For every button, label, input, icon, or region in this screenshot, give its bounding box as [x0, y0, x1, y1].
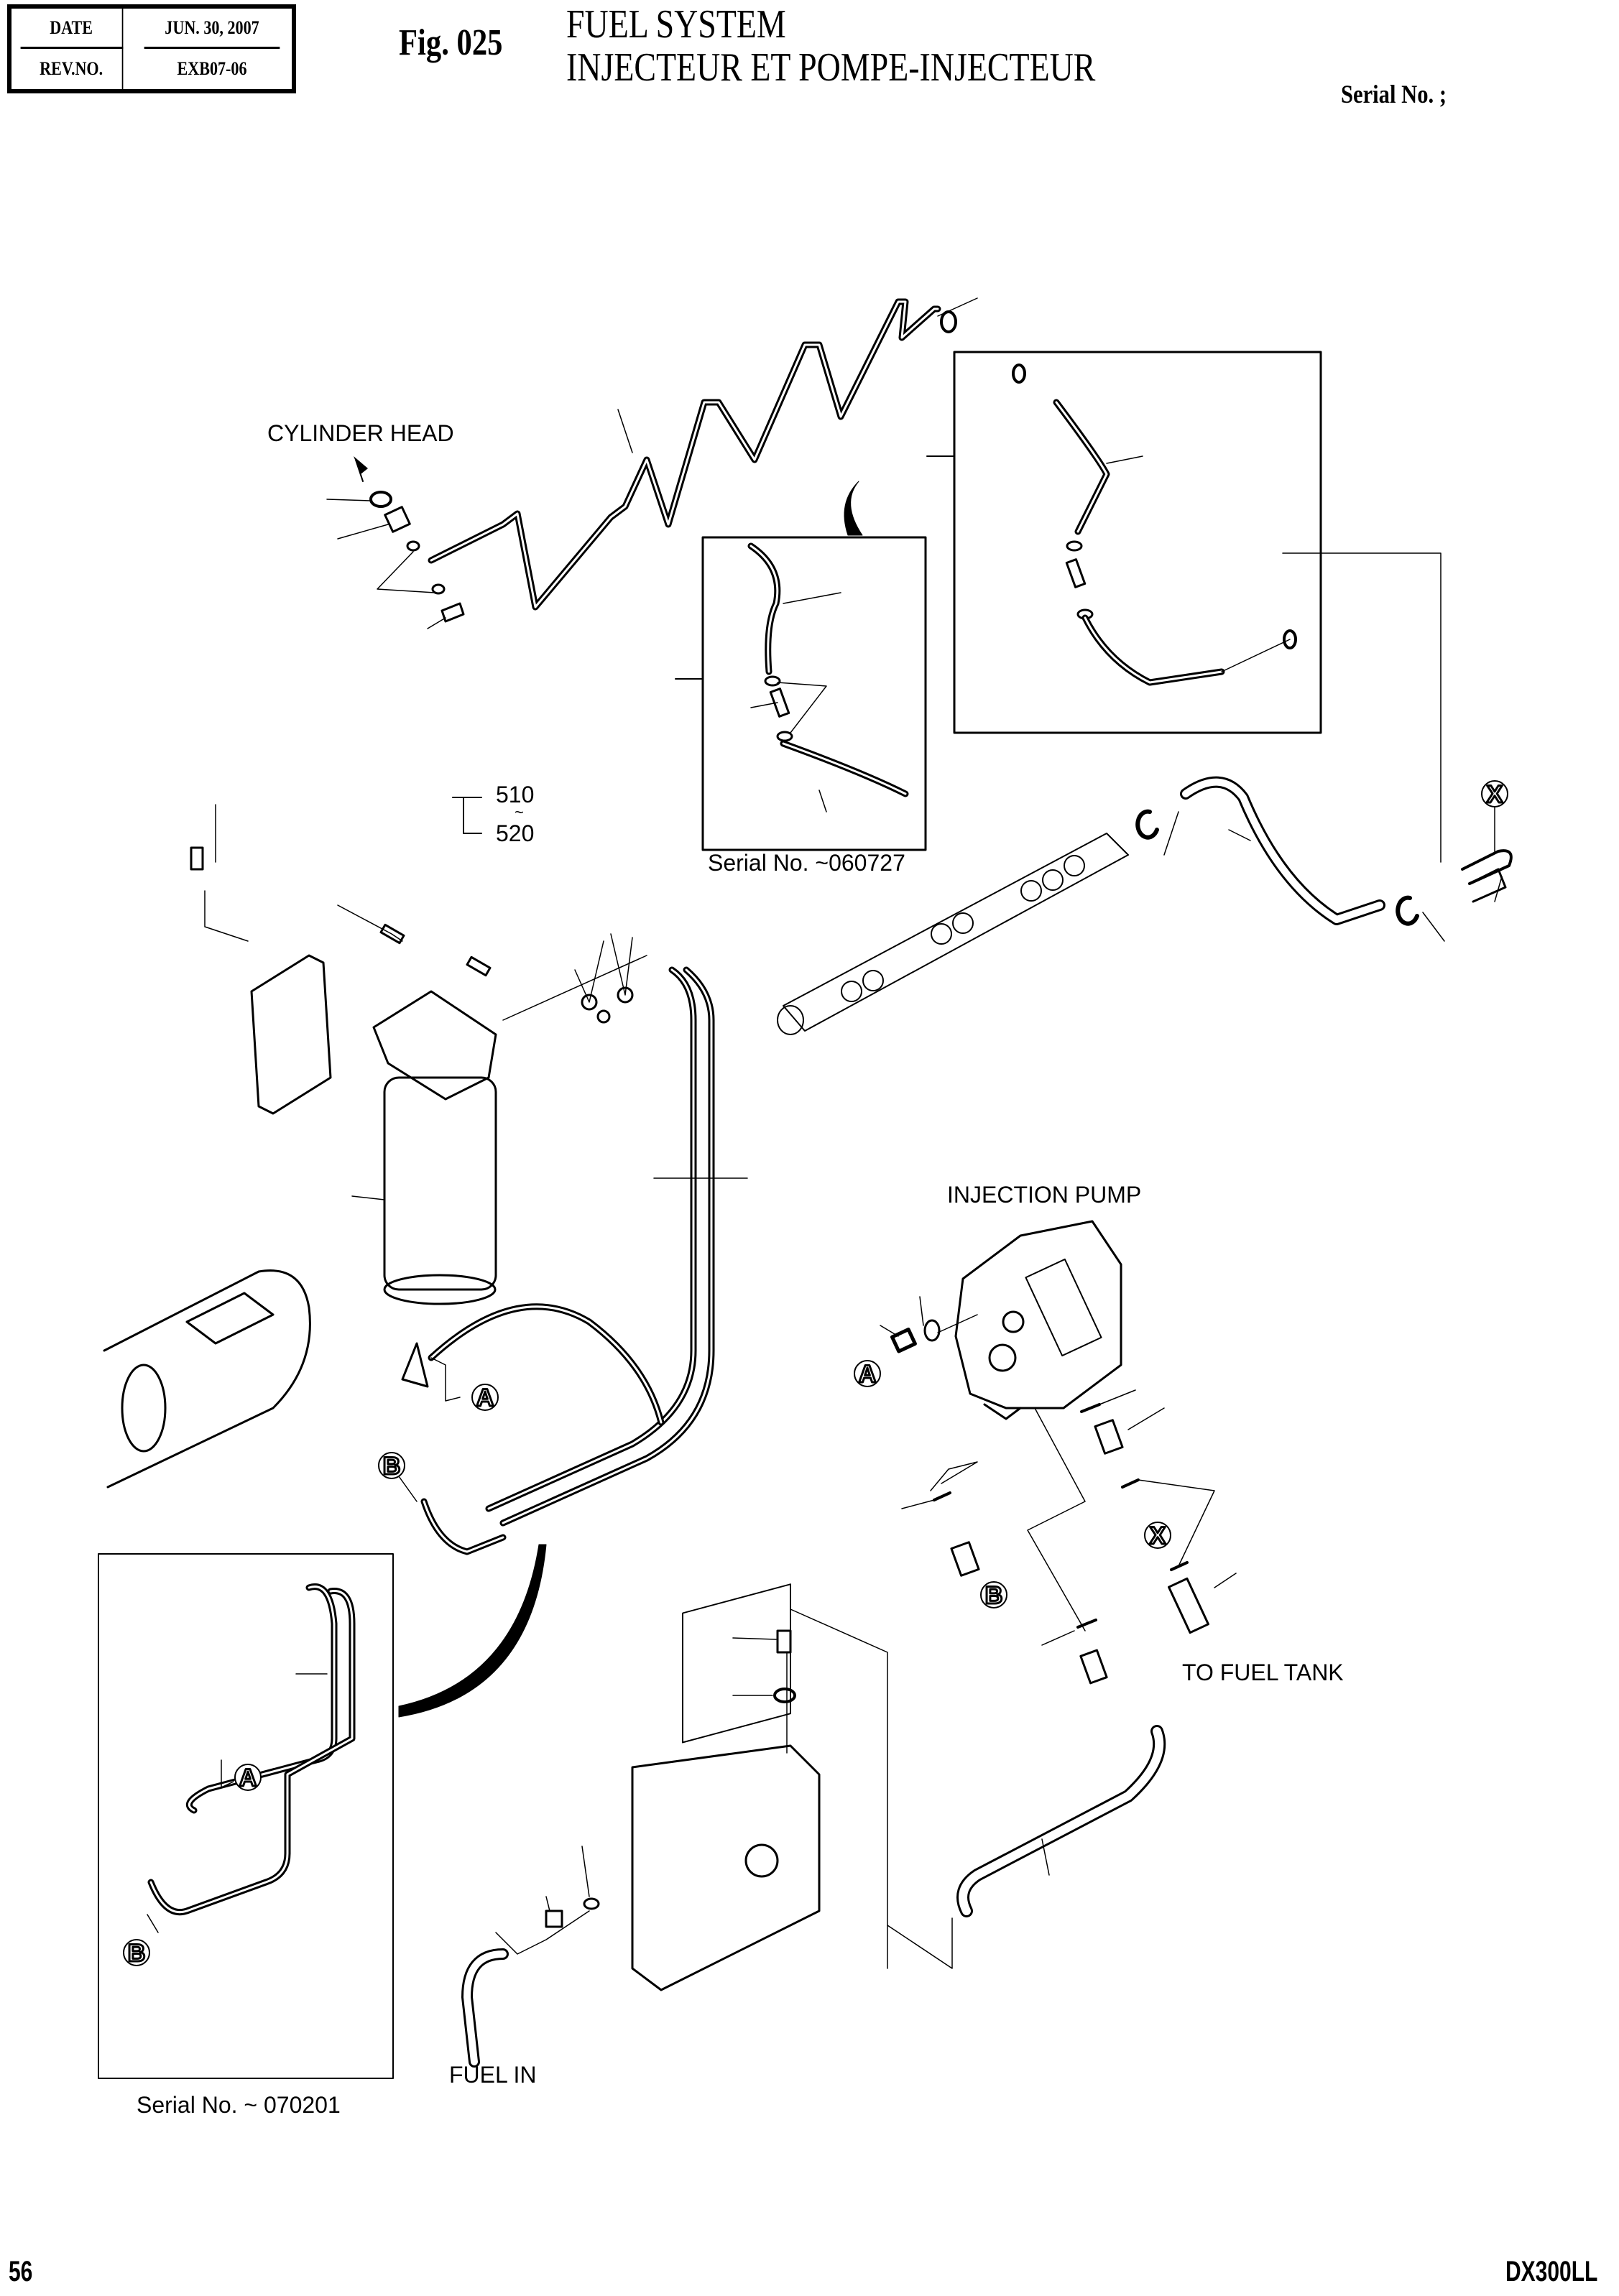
rev-value: EXB07-06 [177, 58, 247, 79]
filter-head [372, 990, 497, 1101]
label-part-range-end: 520 [496, 820, 535, 846]
callout-a-inset: A [234, 1764, 262, 1793]
label-part-range-separator: ~ [515, 803, 524, 821]
inset-box-upper-right [926, 351, 1322, 734]
svg-text:B: B [128, 1940, 146, 1967]
range-bracket [452, 797, 482, 834]
arrow-icon [354, 456, 368, 474]
injector-pipe-assembly [428, 297, 978, 611]
page-subtitle: INJECTEUR ET POMPE-INJECTEUR [566, 45, 1096, 90]
callout-b-filter: B [378, 1452, 418, 1502]
reference-arrow-icon [398, 1544, 547, 1718]
filter-element [383, 1076, 497, 1291]
injection-pump [880, 1220, 1122, 1420]
common-rail [777, 809, 1159, 1035]
svg-text:X: X [1150, 1522, 1166, 1550]
revision-table: DATE JUN. 30, 2007 REV.NO. EXB07-06 [7, 4, 296, 93]
rev-label: REV.NO. [21, 49, 124, 89]
bracket-assembly [461, 1583, 888, 2068]
page-title: FUEL SYSTEM [566, 2, 786, 47]
figure-number: Fig. 025 [399, 22, 503, 63]
label-injection-pump: INJECTION PUMP [947, 1182, 1142, 1208]
feed-hose [887, 1725, 1166, 1969]
model-number: DX300LL [1505, 2256, 1598, 2287]
fuel-filter-assembly [190, 804, 647, 1305]
label-fuel-in: FUEL IN [449, 2062, 537, 2088]
filter-bracket [250, 954, 332, 1115]
page-number: 56 [9, 2256, 33, 2287]
callout-a-pump: A [854, 1360, 881, 1389]
callout-a-filter: A [471, 1384, 499, 1413]
svg-text:A: A [239, 1764, 257, 1792]
date-value: JUN. 30, 2007 [144, 9, 280, 49]
pump-connectors [901, 1389, 1237, 1685]
label-part-range-start: 510 [496, 782, 535, 807]
serial-number-header: Serial No. ; [1341, 80, 1447, 108]
svg-text:A: A [859, 1361, 877, 1388]
label-serial-inset-top: Serial No. ~060727 [708, 850, 905, 876]
svg-text:B: B [985, 1582, 1003, 1609]
bolt [190, 846, 204, 871]
svg-text:A: A [476, 1384, 494, 1412]
inset-box-serial-060727 [675, 481, 927, 851]
cylinder-head-fittings [326, 456, 465, 629]
callout-b-inset: B [123, 1939, 150, 1968]
callout-x-top: X [1481, 780, 1508, 852]
inset-box-serial-070201 [98, 1553, 394, 2079]
svg-text:X: X [1487, 781, 1503, 808]
svg-text:B: B [383, 1453, 401, 1480]
engine-block-stub [103, 1269, 311, 1489]
callout-b-pump: B [980, 1581, 1007, 1611]
seal-ring [923, 1319, 941, 1342]
clip-ring [940, 310, 957, 333]
label-serial-inset-bottom: Serial No. ~ 070201 [137, 2092, 341, 2118]
date-label: DATE [20, 9, 124, 49]
label-to-fuel-tank: TO FUEL TANK [1182, 1659, 1344, 1685]
fuel-lines [401, 966, 748, 1555]
callout-x-pump: X [1144, 1522, 1171, 1551]
rail-return-hose [1163, 552, 1513, 942]
label-cylinder-head: CYLINDER HEAD [267, 420, 454, 446]
